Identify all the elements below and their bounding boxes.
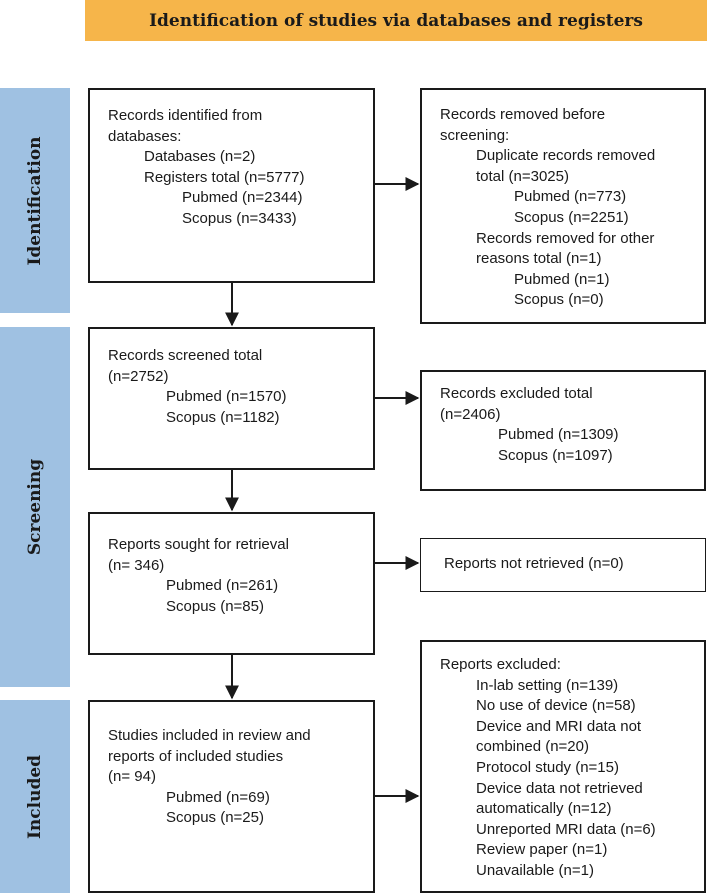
- reports-excluded-box: Reports excluded: In-lab setting (n=139)…: [420, 640, 706, 893]
- box-line: Records identified from: [108, 107, 263, 124]
- box-line: Pubmed (n=1309): [498, 426, 619, 444]
- box-line: (n= 346): [108, 556, 165, 574]
- reports-not-retrieved-box: Reports not retrieved (n=0): [420, 538, 706, 592]
- box-line: Reports excluded:: [440, 656, 561, 673]
- phase-identification: Identification: [0, 88, 70, 313]
- header-banner: Identification of studies via databases …: [85, 0, 707, 41]
- box-line: Scopus (n=3433): [182, 209, 297, 227]
- box-line: Unavailable (n=1): [476, 861, 594, 879]
- box-line: Records removed before: [440, 106, 606, 123]
- box-line: No use of device (n=58): [476, 697, 636, 715]
- box-line: Pubmed (n=69): [166, 788, 270, 806]
- records-removed-box: Records removed before screening: Duplic…: [420, 88, 706, 324]
- box-line: combined (n=20): [476, 738, 589, 756]
- box-line: automatically (n=12): [476, 800, 612, 818]
- box-line: Databases (n=2): [144, 148, 256, 166]
- box-line: Pubmed (n=773): [514, 188, 627, 206]
- records-excluded-box: Records excluded total (n=2406) Pubmed (…: [420, 370, 706, 491]
- box-line: databases:: [108, 127, 182, 145]
- box-line: Scopus (n=2251): [514, 208, 629, 226]
- box-line: Protocol study (n=15): [476, 758, 619, 776]
- box-line: Pubmed (n=1): [514, 270, 610, 288]
- phase-screening: Screening: [0, 327, 70, 687]
- studies-included-box: Studies included in review and reports o…: [88, 700, 375, 893]
- box-line: Scopus (n=0): [514, 291, 604, 309]
- box-line: Records excluded total: [440, 385, 593, 402]
- records-screened-box: Records screened total (n=2752) Pubmed (…: [88, 327, 375, 470]
- box-line: Registers total (n=5777): [144, 168, 305, 186]
- box-line: total (n=3025): [476, 167, 569, 185]
- box-line: screening:: [440, 126, 510, 144]
- reports-sought-box: Reports sought for retrieval (n= 346) Pu…: [88, 512, 375, 655]
- box-line: Unreported MRI data (n=6): [476, 820, 656, 838]
- box-line: Scopus (n=1182): [166, 408, 280, 426]
- header-title: Identification of studies via databases …: [149, 10, 643, 31]
- box-line: (n=2752): [108, 367, 169, 385]
- box-line: Device and MRI data not: [476, 717, 642, 735]
- phase-included: Included: [0, 700, 70, 893]
- box-line: Reports not retrieved (n=0): [444, 555, 624, 572]
- box-line: Records removed for other: [476, 229, 655, 247]
- box-line: Records screened total: [108, 347, 263, 364]
- box-line: reasons total (n=1): [476, 250, 602, 268]
- box-line: Scopus (n=1097): [498, 446, 613, 464]
- box-line: (n= 94): [108, 768, 156, 786]
- box-line: Review paper (n=1): [476, 841, 608, 859]
- box-line: Studies included in review and: [108, 727, 311, 744]
- box-line: Pubmed (n=1570): [166, 388, 287, 406]
- box-line: reports of included studies: [108, 747, 284, 765]
- box-line: Scopus (n=85): [166, 597, 264, 615]
- box-line: Reports sought for retrieval: [108, 536, 289, 553]
- box-line: Pubmed (n=2344): [182, 189, 303, 207]
- box-line: Pubmed (n=261): [166, 577, 279, 595]
- records-identified-box: Records identified from databases: Datab…: [88, 88, 375, 283]
- box-line: Device data not retrieved: [476, 779, 643, 797]
- box-line: Duplicate records removed: [476, 147, 656, 165]
- box-line: (n=2406): [440, 405, 501, 423]
- box-line: Scopus (n=25): [166, 809, 264, 827]
- box-line: In-lab setting (n=139): [476, 676, 619, 694]
